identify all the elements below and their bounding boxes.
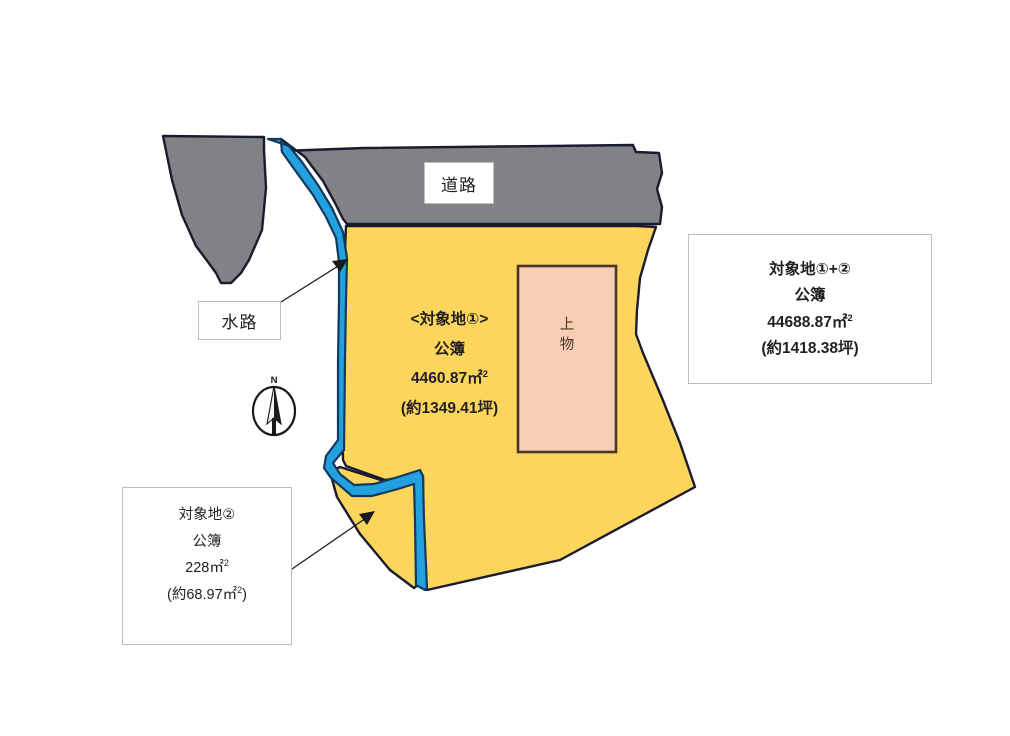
building-label-line2: 物 xyxy=(559,336,575,353)
parcel1-area-unit: ㎡ xyxy=(467,370,483,387)
parcel2-tsubo: (約68.97㎡2) xyxy=(167,584,247,603)
parcel2-tsubo-superscript: 2 xyxy=(237,584,243,595)
building-label-line1: 上 xyxy=(559,317,575,333)
parcel2-tsubo-unit: ㎡ xyxy=(222,586,238,603)
parcel1-register-label: 公簿 xyxy=(433,340,465,358)
parcel2-area-unit: ㎡ xyxy=(209,560,224,576)
waterway-label-text: 水路 xyxy=(221,313,258,332)
summary-area-superscript: 2 xyxy=(847,312,853,324)
waterway-label-box: 水路 xyxy=(198,301,281,340)
waterway-shape xyxy=(266,137,429,592)
summary-info-box: 対象地①+② 公簿 44688.87㎡2 (約1418.38坪) xyxy=(688,234,932,384)
parcel2-tsubo-close: ) xyxy=(242,586,247,603)
summary-title: 対象地①+② xyxy=(769,260,851,278)
parcel1-area: 4460.87㎡2 xyxy=(411,368,488,387)
parcel2-area-value: 228 xyxy=(185,560,210,576)
parcel2-info-box: 対象地② 公簿 228㎡2 (約68.97㎡2) xyxy=(122,487,292,645)
waterway-leader xyxy=(280,259,348,303)
road-shape-left xyxy=(161,134,268,285)
parcel2-leader xyxy=(291,511,375,570)
building-shape xyxy=(516,264,618,454)
summary-area-unit: ㎡ xyxy=(831,313,848,331)
compass-rose xyxy=(251,385,297,437)
road-label-text: 道路 xyxy=(441,175,477,195)
parcel1-title: <対象地①> xyxy=(410,311,489,328)
building-label: 上 物 xyxy=(532,316,602,355)
parcel2-area-superscript: 2 xyxy=(223,558,229,569)
parcel2-tsubo-value: (約68.97 xyxy=(167,586,223,603)
summary-area: 44688.87㎡2 xyxy=(767,312,853,331)
parcel1-tsubo: (約1349.41坪) xyxy=(400,399,499,417)
compass-widget: N xyxy=(250,375,298,441)
parcel1-area-value: 4460.87 xyxy=(411,370,468,387)
parcel2-register-label: 公簿 xyxy=(192,533,222,550)
compass-north-label: N xyxy=(270,375,278,386)
summary-tsubo: (約1418.38坪) xyxy=(761,340,859,357)
summary-register-label: 公簿 xyxy=(794,287,826,304)
parcel2-title: 対象地② xyxy=(178,507,236,523)
summary-area-value: 44688.87 xyxy=(767,313,832,331)
road-label-box: 道路 xyxy=(424,162,494,204)
parcel1-info: <対象地①> 公簿 4460.87㎡2 (約1349.41坪) xyxy=(362,305,537,423)
parcel1-area-superscript: 2 xyxy=(482,368,488,380)
parcel2-area: 228㎡2 xyxy=(185,558,229,576)
